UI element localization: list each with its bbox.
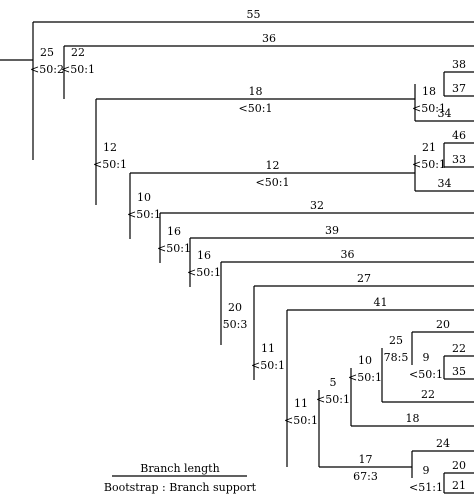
branch-length-label: 17: [359, 453, 373, 466]
branch-length-label: 34: [438, 107, 452, 120]
node-support-label: <50:1: [412, 158, 446, 171]
node-length-label: 22: [71, 46, 85, 59]
node-length-label: 21: [422, 141, 436, 154]
node-support-label: <50:1: [348, 371, 382, 384]
node-length-label: 5: [330, 376, 337, 389]
node-support-label: <50:1: [251, 359, 285, 372]
branch-length-label: 20: [452, 459, 466, 472]
branch-length-label: 12: [266, 159, 280, 172]
node-length-label: 10: [358, 354, 372, 367]
branch-length-label: 27: [357, 272, 371, 285]
branch-length-label: 34: [438, 177, 452, 190]
node-length-label: 9: [423, 351, 430, 364]
node-support-label: <50:1: [157, 242, 191, 255]
branch-support-label: 67:3: [353, 470, 378, 483]
node-support-label: <50:1: [409, 368, 443, 381]
node-length-label: 9: [423, 464, 430, 477]
branch-length-label: 20: [436, 318, 450, 331]
branch-length-label: 18: [249, 85, 263, 98]
branch-length-label: 18: [406, 412, 420, 425]
branch-support-label: <50:1: [239, 102, 273, 115]
legend-branch-length: Branch length: [140, 462, 219, 475]
branch-length-label: 24: [436, 437, 450, 450]
node-support-label: 50:3: [223, 318, 248, 331]
branch-length-label: 21: [452, 479, 466, 492]
node-support-label: <50:1: [93, 158, 127, 171]
node-length-label: 16: [197, 249, 211, 262]
node-length-label: 12: [103, 141, 117, 154]
node-support-label: 78:5: [384, 351, 409, 364]
node-length-label: 11: [294, 397, 308, 410]
node-length-label: 20: [228, 301, 242, 314]
node-support-label: <50:1: [412, 102, 446, 115]
branch-length-label: 36: [262, 32, 276, 45]
branch-length-label: 22: [452, 342, 466, 355]
legend-bootstrap-support: Bootstrap : Branch support: [104, 481, 257, 494]
branch-length-label: 33: [452, 153, 466, 166]
node-length-label: 18: [422, 85, 436, 98]
node-support-label: <50:1: [187, 266, 221, 279]
node-support-label: <50:1: [127, 208, 161, 221]
branch-length-label: 37: [452, 82, 466, 95]
node-length-label: 25: [40, 46, 54, 59]
node-support-label: <50:1: [284, 414, 318, 427]
node-length-label: 25: [389, 334, 403, 347]
branch-length-label: 46: [452, 129, 466, 142]
branch-support-label: <50:1: [256, 176, 290, 189]
node-length-label: 16: [167, 225, 181, 238]
branch-length-label: 32: [310, 199, 324, 212]
branch-length-label: 36: [341, 248, 355, 261]
branch-length-label: 39: [325, 224, 339, 237]
branch-length-label: 35: [452, 365, 466, 378]
node-length-label: 11: [261, 342, 275, 355]
node-support-label: <51:1: [409, 481, 443, 494]
branch-length-label: 38: [452, 58, 466, 71]
node-support-label: <50:1: [61, 63, 95, 76]
node-support-label: <50:1: [316, 393, 350, 406]
node-support-label: <50:2: [30, 63, 64, 76]
branch-length-label: 22: [421, 388, 435, 401]
node-length-label: 10: [137, 191, 151, 204]
branch-length-label: 55: [247, 8, 261, 21]
branch-length-label: 41: [374, 296, 388, 309]
